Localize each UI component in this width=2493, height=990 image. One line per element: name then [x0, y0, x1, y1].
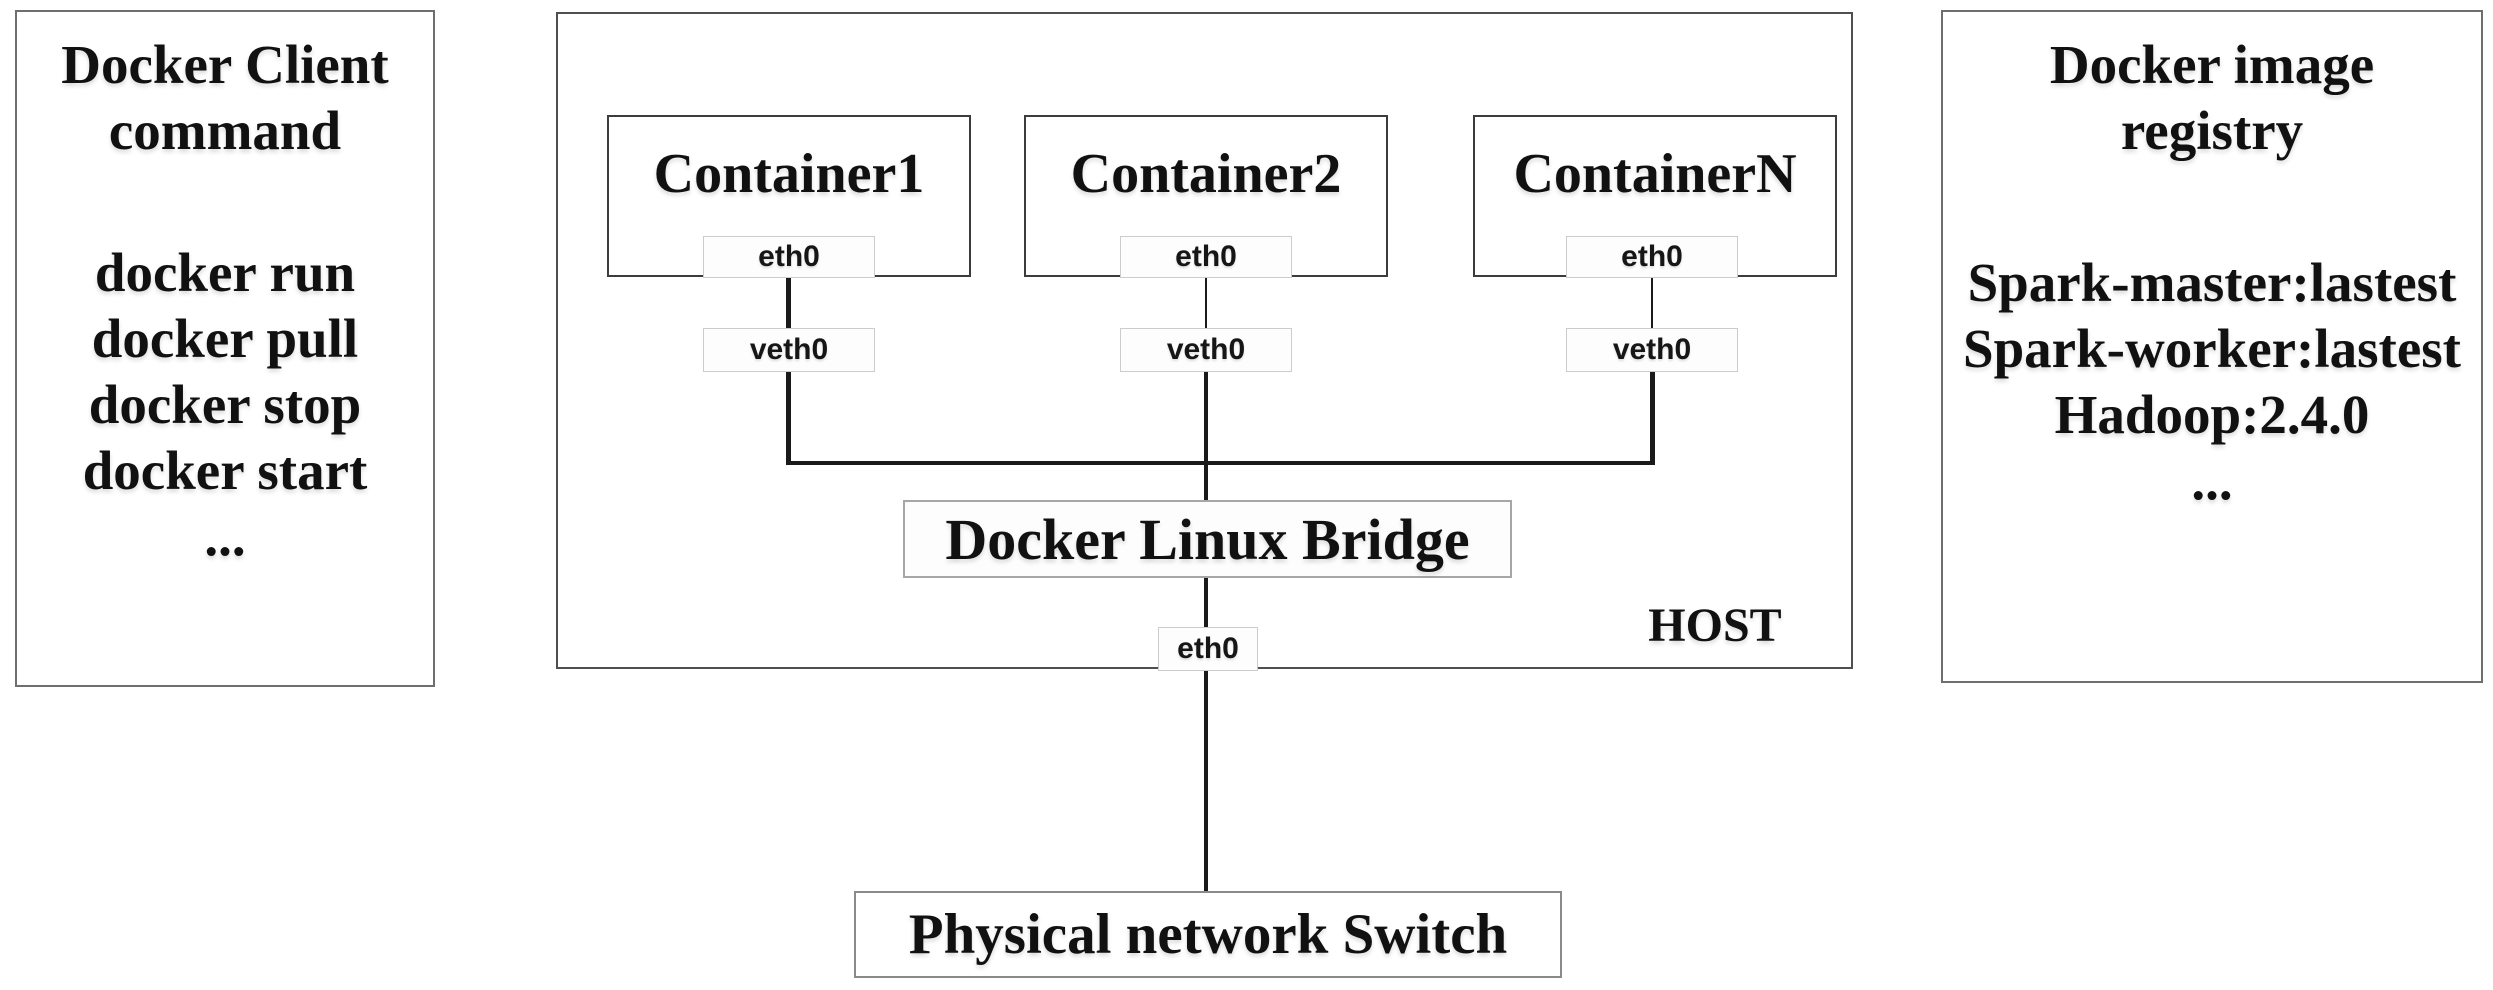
docker-client-title-line1: Docker Client — [61, 34, 389, 95]
containerN-label: ContainerN — [1513, 143, 1797, 205]
containerN-veth0-port: veth0 — [1566, 328, 1738, 372]
ellipsis-label: ... — [2191, 450, 2233, 511]
docker-client-title-line2: command — [108, 100, 342, 161]
host-eth0-port: eth0 — [1158, 627, 1258, 671]
connector-containerN-eth0-veth0 — [1651, 278, 1653, 328]
host-label: HOST — [1648, 599, 1782, 652]
registry-title: Docker image registry — [1943, 32, 2481, 164]
docker-command: docker start — [82, 440, 368, 501]
connector-container1-eth0-veth0 — [786, 278, 791, 328]
container2-label: Container2 — [1070, 143, 1342, 205]
docker-command: docker pull — [91, 308, 359, 369]
docker-command: docker run — [94, 242, 356, 303]
connector-containerN-veth0-bus — [1650, 372, 1655, 463]
bridge-bus-line — [786, 461, 1655, 465]
connector-container2-veth0-bridge — [1204, 372, 1208, 500]
docker-client-box: Docker Client command docker run docker … — [15, 10, 435, 687]
physical-switch-box: Physical network Switch — [854, 891, 1562, 978]
container2-eth0-port: eth0 — [1120, 236, 1292, 278]
container2-veth0-port: veth0 — [1120, 328, 1292, 372]
container1-veth0-port: veth0 — [703, 328, 875, 372]
docker-command-list: docker run docker pull docker stop docke… — [17, 240, 433, 570]
docker-command: docker stop — [88, 374, 362, 435]
registry-title-line1: Docker image — [2049, 34, 2375, 95]
containerN-eth0-port: eth0 — [1566, 236, 1738, 278]
connector-container2-eth0-veth0 — [1205, 278, 1207, 328]
connector-bridge-switch — [1204, 578, 1208, 893]
docker-client-title: Docker Client command — [17, 32, 433, 164]
ellipsis-label: ... — [204, 506, 246, 567]
registry-image: Spark-master:lastest — [1967, 252, 2457, 313]
registry-image: Spark-worker:lastest — [1963, 318, 2461, 379]
docker-linux-bridge-box: Docker Linux Bridge — [903, 500, 1512, 578]
registry-title-line2: registry — [2120, 100, 2304, 161]
container1-label: Container1 — [653, 143, 925, 205]
docker-image-registry-box: Docker image registry Spark-master:laste… — [1941, 10, 2483, 683]
registry-image-list: Spark-master:lastest Spark-worker:lastes… — [1943, 250, 2481, 514]
container1-eth0-port: eth0 — [703, 236, 875, 278]
registry-image: Hadoop:2.4.0 — [2054, 384, 2370, 445]
connector-container1-veth0-bus — [786, 372, 791, 463]
